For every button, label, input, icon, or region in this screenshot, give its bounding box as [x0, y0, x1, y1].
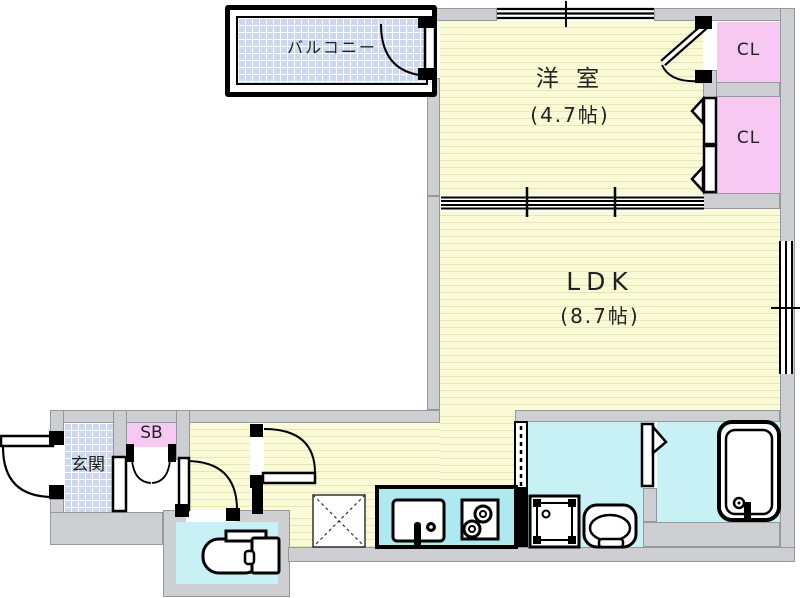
- wall-washroom-top: [515, 410, 780, 422]
- shoebox-doors: [126, 444, 176, 484]
- closet-lower-label: CL: [736, 128, 761, 148]
- closet-upper-label: CL: [736, 40, 761, 60]
- wall-hallway-top: [50, 410, 440, 423]
- wall-westernroom-left: [427, 78, 440, 196]
- kitchen-floor: [427, 410, 516, 487]
- wall-under-bath: [643, 522, 780, 547]
- ldk-floor: [440, 209, 780, 410]
- wall-ldk-left: [427, 196, 440, 410]
- entrance-floor: [64, 423, 113, 512]
- wall-left-upper: [50, 410, 64, 433]
- shoe-box-area: [127, 421, 176, 447]
- wall-top-right: [654, 8, 795, 21]
- wall-closet-divider: [703, 82, 780, 97]
- washroom-floor: [528, 422, 643, 547]
- bathroom-floor: [657, 422, 780, 522]
- wall-shoebox-right: [176, 410, 190, 460]
- gas-stove: [460, 498, 500, 541]
- wall-right: [780, 8, 795, 562]
- wall-bath-divider: [643, 488, 657, 522]
- ldk-size: (8.7帖): [560, 304, 640, 328]
- western-room-floor: [440, 21, 703, 197]
- entrance-label: 玄関: [71, 455, 105, 475]
- hall-doorway: [250, 423, 264, 489]
- wall-bottom-left: [50, 512, 163, 545]
- balcony-label: バルコニー: [287, 38, 377, 57]
- western-room-size: (4.7帖): [530, 103, 610, 127]
- western-room-label: 洋 室: [535, 66, 605, 92]
- faucet: [414, 522, 421, 547]
- toilet-room-floor: [176, 522, 278, 584]
- closet-bifold-zone: [703, 97, 717, 193]
- entrance-door: [0, 431, 64, 499]
- hallway-floor-lower: [288, 512, 377, 547]
- toilet-doorway: [186, 510, 236, 522]
- shoe-box-label: SB: [140, 423, 163, 443]
- closet-lower-area: [717, 97, 780, 193]
- wall-top-left: [427, 8, 497, 21]
- wall-room-divider-right: [703, 193, 780, 209]
- closet-upper-area: [717, 22, 780, 82]
- hallway-floor: [190, 423, 440, 512]
- wall-bottom-right: [288, 547, 795, 562]
- wall-shoebox-left: [113, 410, 127, 457]
- wall-closet-stub: [703, 70, 717, 99]
- ldk-label: LDK: [566, 267, 634, 296]
